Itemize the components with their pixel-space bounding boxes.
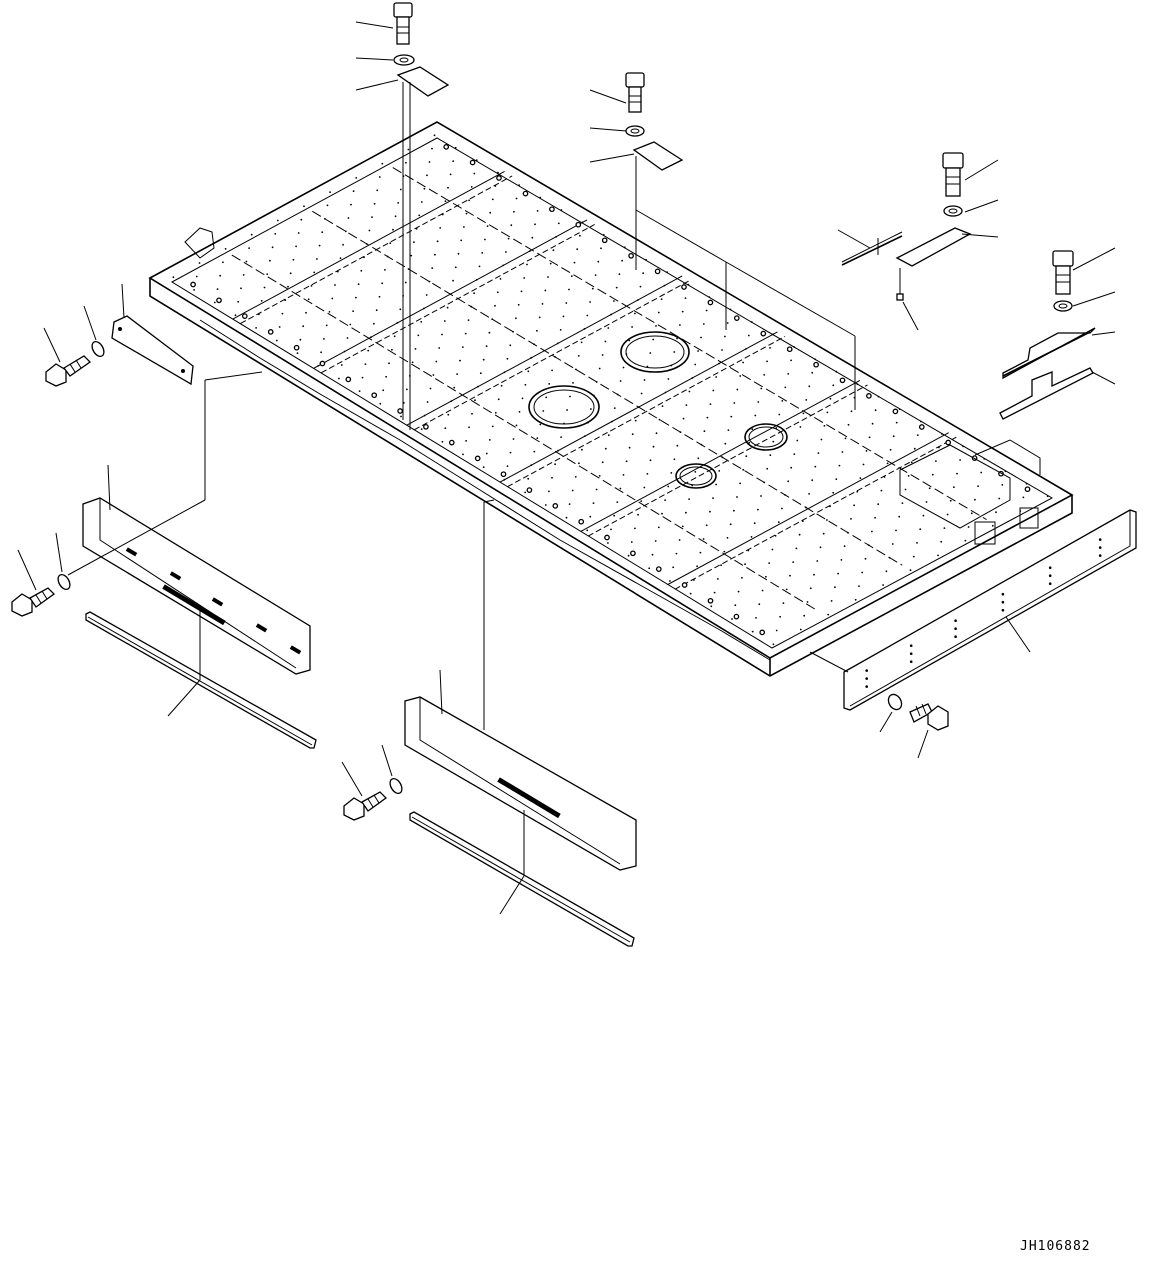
frame-opening-3 <box>744 423 788 451</box>
bolt-icon <box>343 791 387 821</box>
right-fixing-group-2 <box>999 247 1116 420</box>
main-frame <box>148 121 1074 677</box>
left-end-cover-assembly <box>43 283 194 387</box>
bolt-icon <box>11 587 55 617</box>
right-fixing-group-1 <box>837 152 999 331</box>
shim-icon <box>999 367 1094 420</box>
frame-top-face <box>148 121 1074 659</box>
center-side-cover-assembly <box>341 499 637 947</box>
frame-opening-1 <box>620 331 690 373</box>
washer-icon <box>393 54 415 66</box>
cover-plate-icon <box>632 141 684 171</box>
top-fixing-group-2 <box>589 72 856 410</box>
bolt-icon <box>1052 250 1074 295</box>
right-side-cover-assembly <box>809 509 1137 759</box>
bolt-icon <box>393 2 413 45</box>
bracket-plate-icon <box>895 227 972 267</box>
side-cover-icon <box>82 497 311 675</box>
bolt-icon <box>909 703 949 731</box>
bolt-icon <box>625 72 645 113</box>
bolt-icon <box>942 152 964 197</box>
washer-icon <box>887 693 903 711</box>
frame-opening-4 <box>675 463 717 489</box>
drawing-code-label: JH106882 <box>1020 1239 1091 1254</box>
washer-icon <box>389 777 403 795</box>
top-fixing-group-1 <box>355 2 450 430</box>
cover-plate-icon <box>396 66 450 97</box>
left-side-cover-assembly <box>11 371 317 749</box>
bolt-icon <box>45 355 92 387</box>
washer-icon <box>625 125 645 137</box>
washer-icon <box>1053 300 1073 312</box>
frame-opening-2 <box>528 385 600 429</box>
frame-longitudinal-members <box>231 167 987 612</box>
pin-icon <box>896 293 904 301</box>
end-cover-icon <box>111 315 194 386</box>
washer-icon <box>91 340 105 358</box>
washer-icon <box>943 205 963 217</box>
side-cover-icon <box>404 696 637 871</box>
washer-icon <box>57 573 71 591</box>
frame-hole-pattern <box>172 134 1049 646</box>
